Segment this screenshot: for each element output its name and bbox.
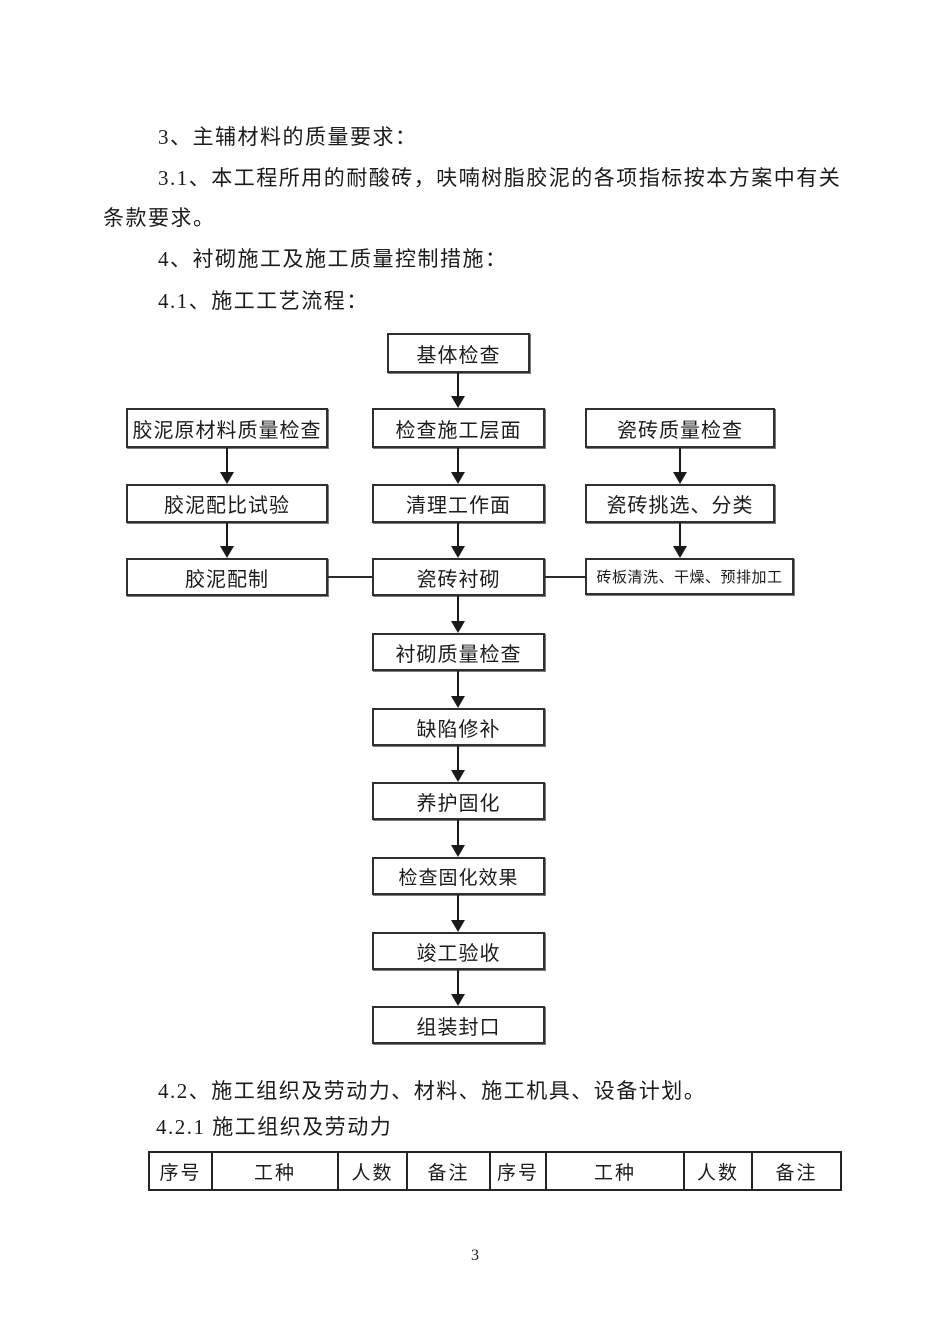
flow-box-tile-lining: 瓷砖衬砌	[372, 558, 545, 596]
page-number: 3	[471, 1247, 479, 1264]
paragraph-section-4-1-heading: 4.1、施工工艺流程：	[158, 289, 369, 313]
flow-arrow-down-icon	[673, 523, 687, 558]
paragraph-section-3-1-line-2: 条款要求。	[103, 206, 216, 230]
flow-box-defect-repair: 缺陷修补	[372, 708, 545, 746]
flow-box-cement-mix-ratio-test: 胶泥配比试验	[126, 484, 328, 523]
flow-box-curing-effect-inspection: 检查固化效果	[372, 857, 545, 895]
flow-arrow-down-icon	[451, 970, 465, 1006]
flow-box-tile-quality-inspection: 瓷砖质量检查	[585, 408, 775, 448]
flow-box-lining-quality-inspection: 衬砌质量检查	[372, 633, 545, 671]
paragraph-section-3-1-line-1: 3.1、本工程所用的耐酸砖，呋喃树脂胶泥的各项指标按本方案中有关	[158, 166, 842, 190]
table-header-cell-remarks-2: 备注	[751, 1151, 842, 1191]
table-header-cell-trade-1: 工种	[211, 1151, 339, 1191]
paragraph-section-4-heading: 4、衬砌施工及施工质量控制措施：	[158, 247, 508, 271]
flow-box-clean-work-surface: 清理工作面	[372, 484, 545, 523]
flow-connector-horizontal	[328, 576, 372, 578]
flow-arrow-down-icon	[451, 523, 465, 558]
flow-box-completion-acceptance: 竣工验收	[372, 932, 545, 970]
paragraph-section-4-2-heading: 4.2、施工组织及劳动力、材料、施工机具、设备计划。	[158, 1079, 707, 1103]
flow-box-cement-preparation: 胶泥配制	[126, 558, 328, 596]
flow-arrow-down-icon	[673, 448, 687, 484]
flow-box-curing: 养护固化	[372, 782, 545, 820]
flow-arrow-down-icon	[451, 671, 465, 708]
flow-box-tile-selection-sorting: 瓷砖挑选、分类	[585, 484, 775, 523]
paragraph-section-3-heading: 3、主辅材料的质量要求：	[158, 125, 418, 149]
table-header-cell-headcount-2: 人数	[683, 1151, 753, 1191]
paragraph-section-4-2-1-heading: 4.2.1 施工组织及劳动力	[156, 1115, 393, 1139]
table-header-cell-serial-2: 序号	[489, 1151, 547, 1191]
flow-arrow-down-icon	[451, 596, 465, 633]
flow-arrow-down-icon	[451, 746, 465, 782]
flow-arrow-down-icon	[451, 373, 465, 408]
flow-arrow-down-icon	[220, 448, 234, 484]
table-header-cell-serial-1: 序号	[148, 1151, 213, 1191]
table-header-cell-trade-2: 工种	[545, 1151, 685, 1191]
labor-organization-table: 序号 工种 人数 备注 序号 工种 人数 备注	[148, 1151, 842, 1191]
flow-box-assembly-sealing: 组装封口	[372, 1006, 545, 1044]
flow-arrow-down-icon	[220, 523, 234, 558]
flow-box-brick-clean-dry-prearrange: 砖板清洗、干燥、预排加工	[585, 558, 794, 595]
flow-arrow-down-icon	[451, 820, 465, 857]
flow-arrow-down-icon	[451, 448, 465, 484]
flow-box-construction-surface-inspection: 检查施工层面	[372, 408, 545, 448]
table-header-cell-remarks-1: 备注	[406, 1151, 491, 1191]
flow-connector-horizontal	[545, 576, 585, 578]
flow-arrow-down-icon	[451, 895, 465, 932]
table-header-row: 序号 工种 人数 备注 序号 工种 人数 备注	[148, 1151, 842, 1191]
flow-box-cement-raw-material-quality-inspection: 胶泥原材料质量检查	[126, 408, 328, 448]
flow-box-substrate-inspection: 基体检查	[387, 333, 530, 373]
table-header-cell-headcount-1: 人数	[337, 1151, 408, 1191]
